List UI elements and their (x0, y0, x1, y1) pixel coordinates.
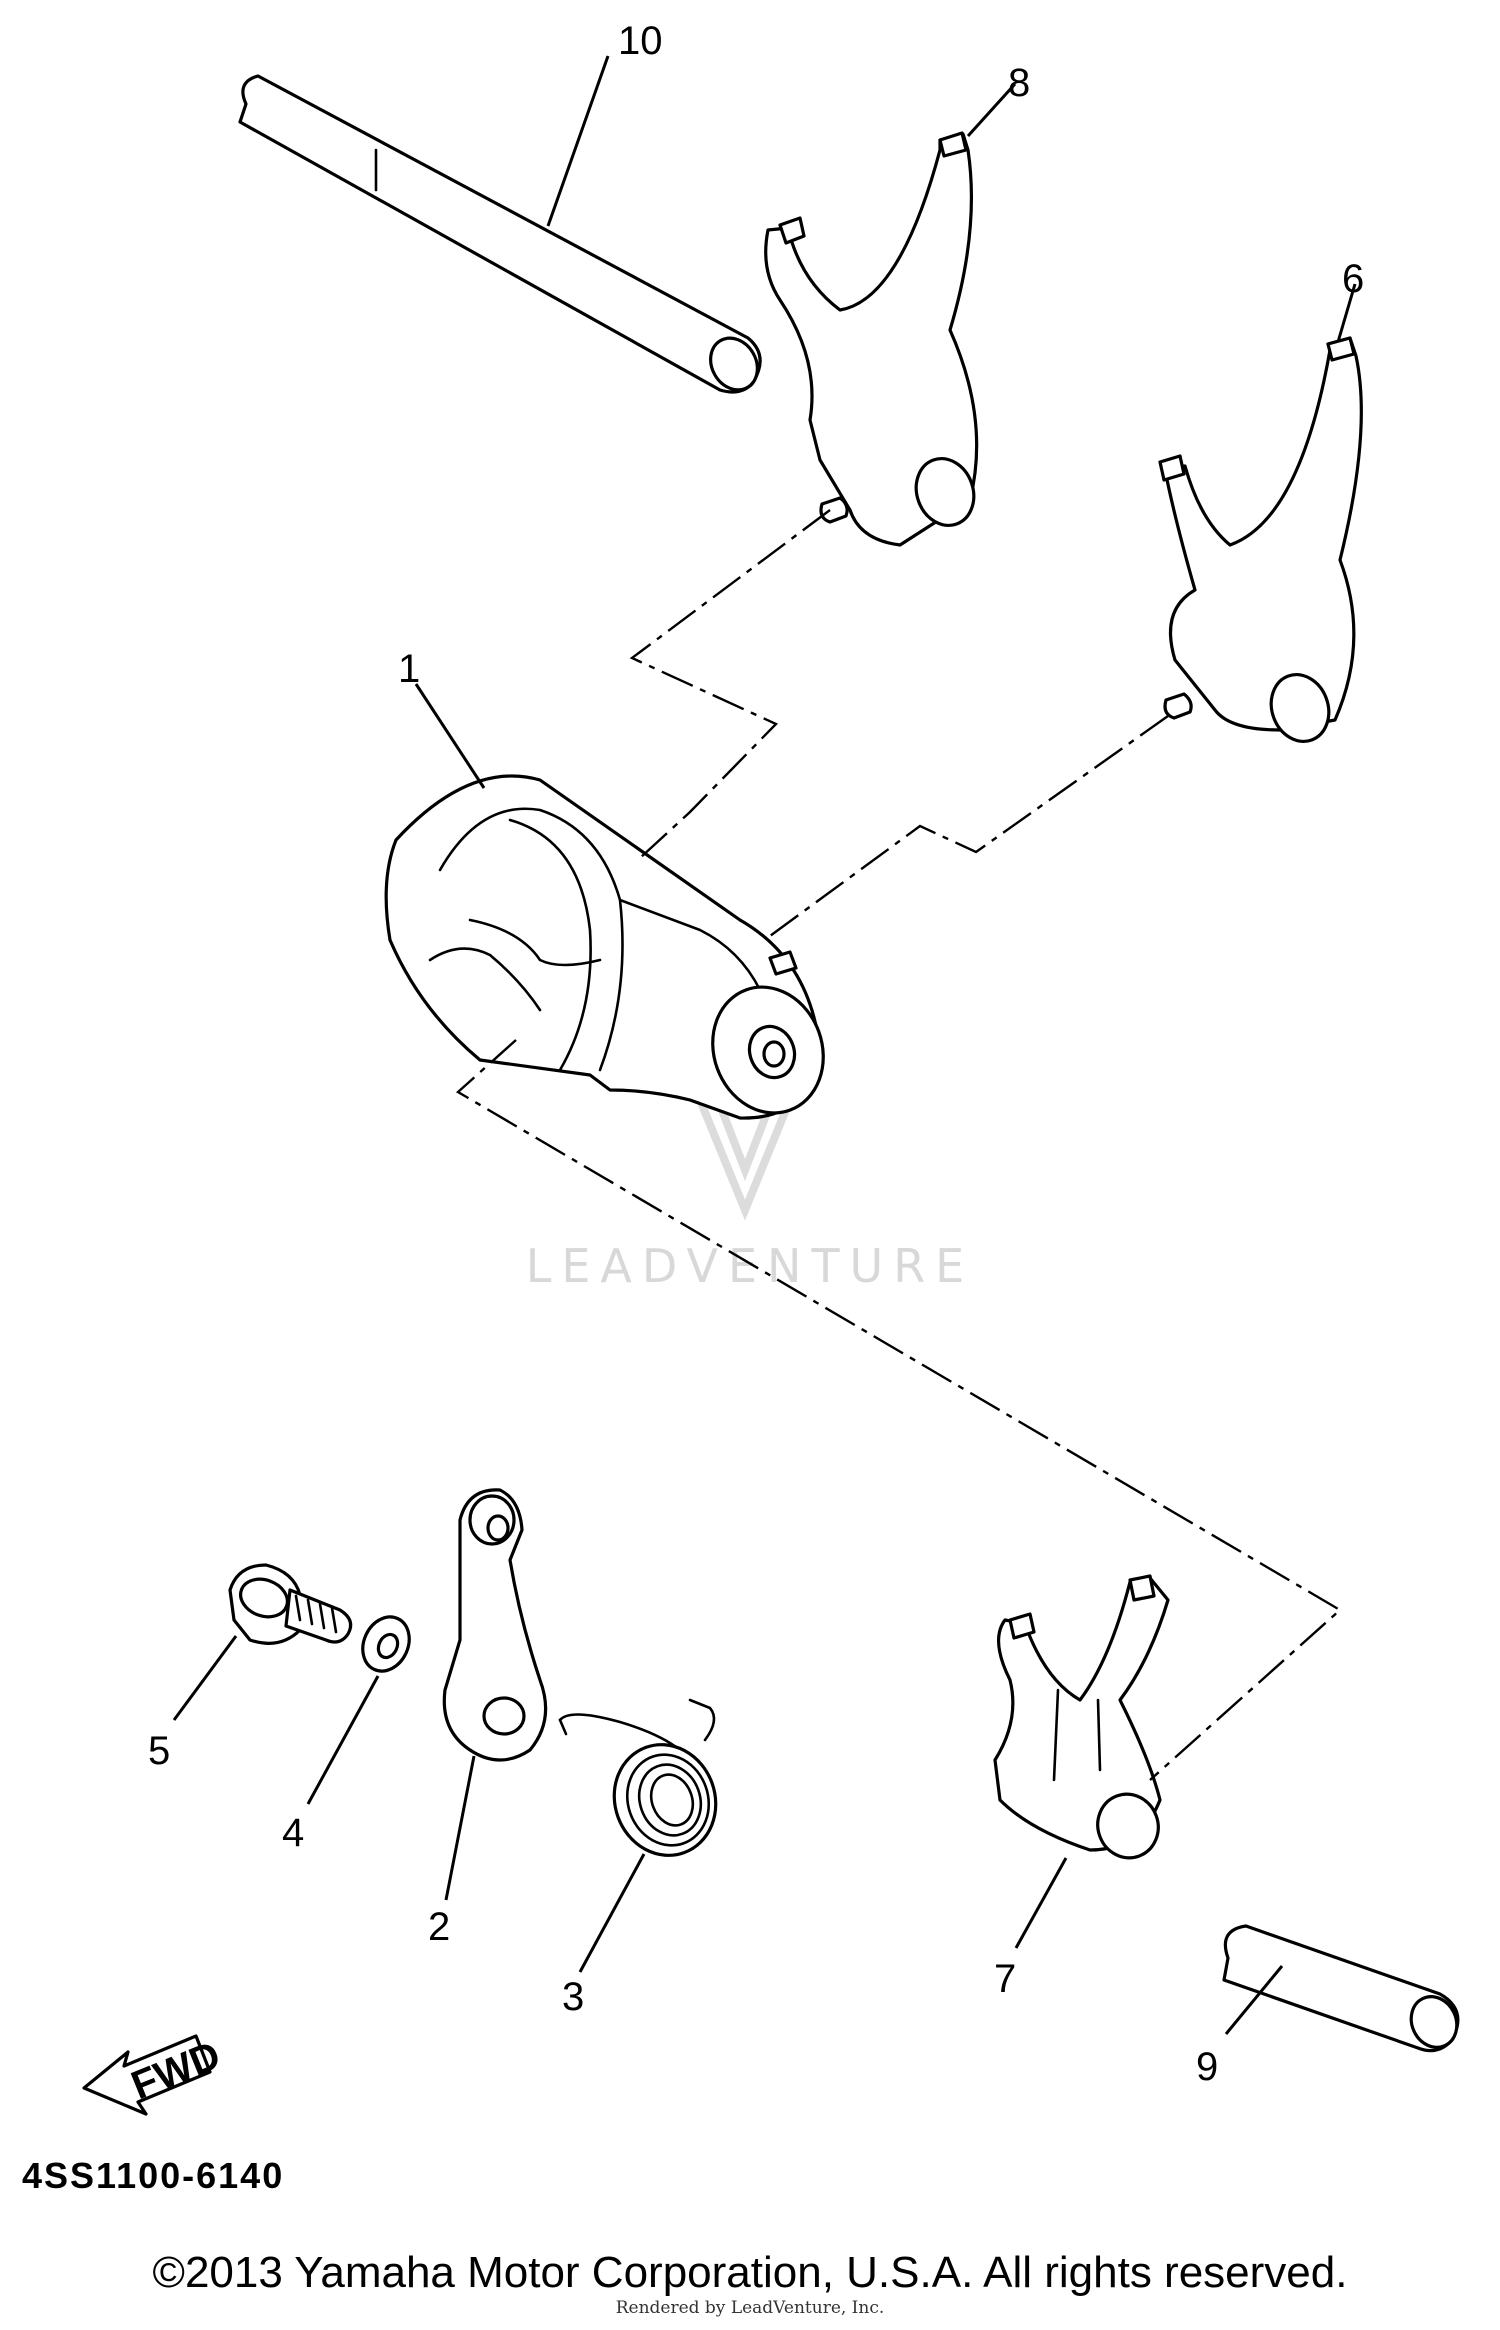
diagram-code: 4SS1100-6140 (22, 2155, 284, 2196)
part-3-torsion-spring[interactable] (558, 1698, 731, 1870)
callouts: 10 8 6 1 5 4 2 3 7 9 (148, 19, 1364, 2089)
watermark-text: LEADVENTURE (526, 1239, 975, 1293)
part-1-shift-drum[interactable] (384, 774, 840, 1129)
watermark: LEADVENTURE (526, 1098, 975, 1293)
callout-10: 10 (618, 19, 663, 63)
callout-6: 6 (1342, 257, 1364, 301)
rendered-by-credit: Rendered by LeadVenture, Inc. (615, 2298, 885, 2318)
part-4-washer[interactable] (354, 1609, 418, 1678)
callout-3: 3 (562, 1975, 584, 2019)
part-2-stopper-lever[interactable] (442, 1488, 548, 1762)
callout-7: 7 (994, 1957, 1016, 2001)
part-5-bolt[interactable] (228, 1563, 353, 1645)
callout-8: 8 (1008, 61, 1030, 105)
callout-1: 1 (398, 647, 420, 691)
part-9-guide-bar[interactable] (1222, 1924, 1465, 2055)
leader-lines (172, 55, 1357, 2035)
callout-9: 9 (1196, 2045, 1218, 2089)
fwd-arrow: FWD (82, 2033, 226, 2116)
part-6-shift-fork[interactable] (1158, 336, 1363, 750)
callout-2: 2 (428, 1905, 450, 1949)
assembly-lines (455, 509, 1343, 1781)
part-7-shift-fork[interactable] (993, 1574, 1170, 1866)
copyright-notice: ©2013 Yamaha Motor Corporation, U.S.A. A… (152, 2248, 1348, 2297)
callout-5: 5 (148, 1729, 170, 1773)
part-8-shift-fork[interactable] (764, 131, 983, 547)
callout-4: 4 (282, 1811, 304, 1855)
part-10-guide-bar[interactable] (238, 74, 767, 398)
